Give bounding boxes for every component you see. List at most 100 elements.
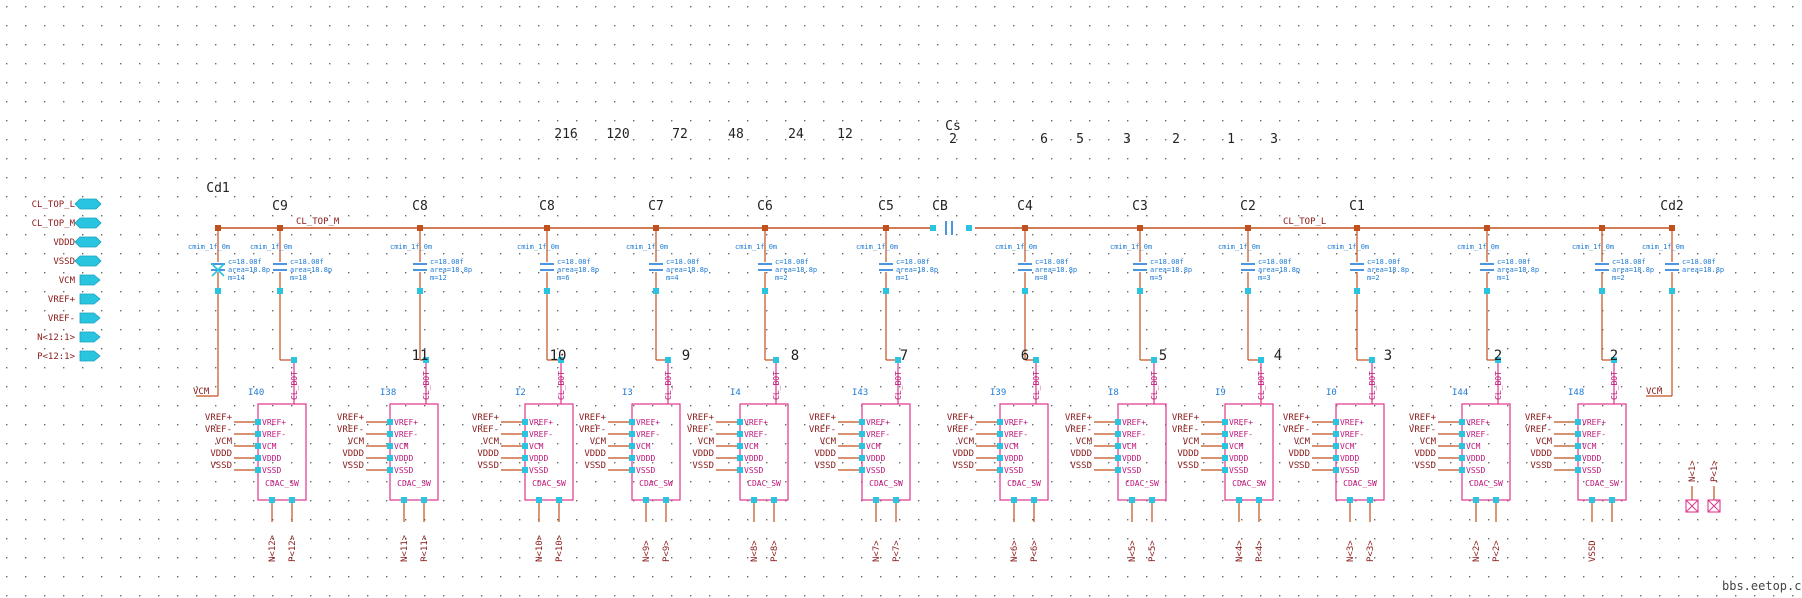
cap-terminal <box>544 288 550 294</box>
net-pin-label: VCM <box>1294 437 1311 447</box>
cap-name-label: Cd2 <box>1660 199 1683 214</box>
net-label: CL_TOP_M <box>296 217 340 227</box>
cap-terminal <box>1669 288 1675 294</box>
net-pin-label: VCM <box>958 437 975 447</box>
net-pin-label: VREF+ <box>1525 413 1553 423</box>
cell-pin-label: VSSD <box>529 466 548 475</box>
cap-model-label: cmim_1f_0m <box>1457 243 1499 251</box>
cell-pin-node <box>629 455 635 461</box>
bottom-net-label: N<8> <box>750 540 760 562</box>
net-pin-label: VSSD <box>952 461 974 471</box>
port-item: VREF- <box>48 312 101 324</box>
instance-label: I3 <box>622 388 633 398</box>
cell-pin-label: VDDD <box>1340 454 1359 463</box>
bit-number: 9 <box>682 348 690 364</box>
bottom-net-label: P<9> <box>662 540 672 562</box>
cap-m-label: m=5 <box>1150 274 1163 282</box>
cl-bot-node <box>291 357 297 363</box>
port-label: VDDD <box>53 238 75 248</box>
weight-label: 5 <box>1076 132 1084 147</box>
port-list: CL_TOP_LCL_TOP_MVDDDVSSDVCMVREF+VREF-N<1… <box>32 198 102 362</box>
cell-pin-label: VCM <box>394 442 409 451</box>
cap-value-label: c=18.08f <box>775 258 809 266</box>
cap-model-label: cmim_1f_0m <box>250 243 292 251</box>
cell-pin-node <box>522 431 528 437</box>
net-pin-label: VSSD <box>1070 461 1092 471</box>
cell-pin-node <box>522 443 528 449</box>
cell-pin-label: VDDD <box>1229 454 1248 463</box>
net-pin-label: VDDD <box>1414 449 1436 459</box>
bottom-pin-node <box>1609 497 1615 503</box>
cell-pin-label: VCM <box>1582 442 1597 451</box>
cell-pin-node <box>997 431 1003 437</box>
cell-pin-label: VREF- <box>1229 430 1253 439</box>
net-pin-label: VREF+ <box>1283 413 1311 423</box>
cell-pin-label: VCM <box>866 442 881 451</box>
cell-pin-node <box>387 467 393 473</box>
weight-label: 24 <box>788 127 804 142</box>
cell-pin-node <box>255 431 261 437</box>
cap-terminal <box>1022 288 1028 294</box>
bottom-pin-node <box>751 497 757 503</box>
cell-pin-label: VDDD <box>1582 454 1601 463</box>
cell-body <box>999 403 1049 501</box>
cell-pin-node <box>1459 467 1465 473</box>
cell-pin-node <box>1575 467 1581 473</box>
cap-model-label: cmim_1f_0m <box>1218 243 1260 251</box>
cl-bot-node <box>1033 357 1039 363</box>
instance-label: I2 <box>515 388 526 398</box>
net-pin-label: VSSD <box>210 461 232 471</box>
port-label: VREF+ <box>48 295 76 305</box>
cell-body <box>389 403 439 501</box>
bottom-net-label: P<8> <box>770 540 780 562</box>
cell-name-label: CDAC_SW <box>1007 479 1041 488</box>
bottom-net-label: N<12> <box>268 534 278 562</box>
nc-label: N<1> <box>1688 460 1698 482</box>
cell-pin-label: VSSD <box>1466 466 1485 475</box>
net-pin-label: VCM <box>216 437 233 447</box>
cap-area-label: area=18.8p <box>775 266 817 274</box>
cell-pin-label: VREF- <box>866 430 890 439</box>
net-pin-label: VREF+ <box>472 413 500 423</box>
cell-pin-label: VCM <box>1229 442 1244 451</box>
cell-pin-node <box>1575 419 1581 425</box>
cell-pin-node <box>1333 467 1339 473</box>
cap-model-label: cmim_1f_0m <box>1572 243 1614 251</box>
port-icon <box>74 198 102 210</box>
cell-body <box>739 403 789 501</box>
cap-name-label: C7 <box>648 199 664 214</box>
cell-pin-node <box>1333 443 1339 449</box>
cell-pin-label: VREF- <box>1004 430 1028 439</box>
cl-bot-node <box>895 357 901 363</box>
cell-pin-node <box>1222 419 1228 425</box>
bottom-pin-node <box>1011 497 1017 503</box>
cap-name-label: Cd1 <box>206 181 229 196</box>
bit-number: 5 <box>1159 348 1167 364</box>
port-icon <box>74 255 102 267</box>
cl-bot-node <box>1258 357 1264 363</box>
cap-terminal <box>883 288 889 294</box>
cell-pin-node <box>997 419 1003 425</box>
bit-number: 11 <box>412 348 429 364</box>
cell-name-label: CDAC_SW <box>265 479 299 488</box>
cell-body <box>257 403 307 501</box>
cell-pin-node <box>859 467 865 473</box>
cell-pin-node <box>522 467 528 473</box>
net-pin-label: VDDD <box>692 449 714 459</box>
cell-name-label: CDAC_SW <box>1585 479 1619 488</box>
cell-pin-node <box>1222 467 1228 473</box>
cell-pin-node <box>522 419 528 425</box>
bottom-pin-node <box>421 497 427 503</box>
weight-label: 3 <box>1123 132 1131 147</box>
bottom-net-label: N<7> <box>872 540 882 562</box>
net-pin-label: VREF+ <box>579 413 607 423</box>
bottom-net-label: N<10> <box>535 534 545 562</box>
cap-terminal <box>215 288 221 294</box>
cell-pin-label: VCM <box>744 442 759 451</box>
cap-name-label: C1 <box>1349 199 1365 214</box>
cell-pin-label: VREF+ <box>1582 418 1606 427</box>
